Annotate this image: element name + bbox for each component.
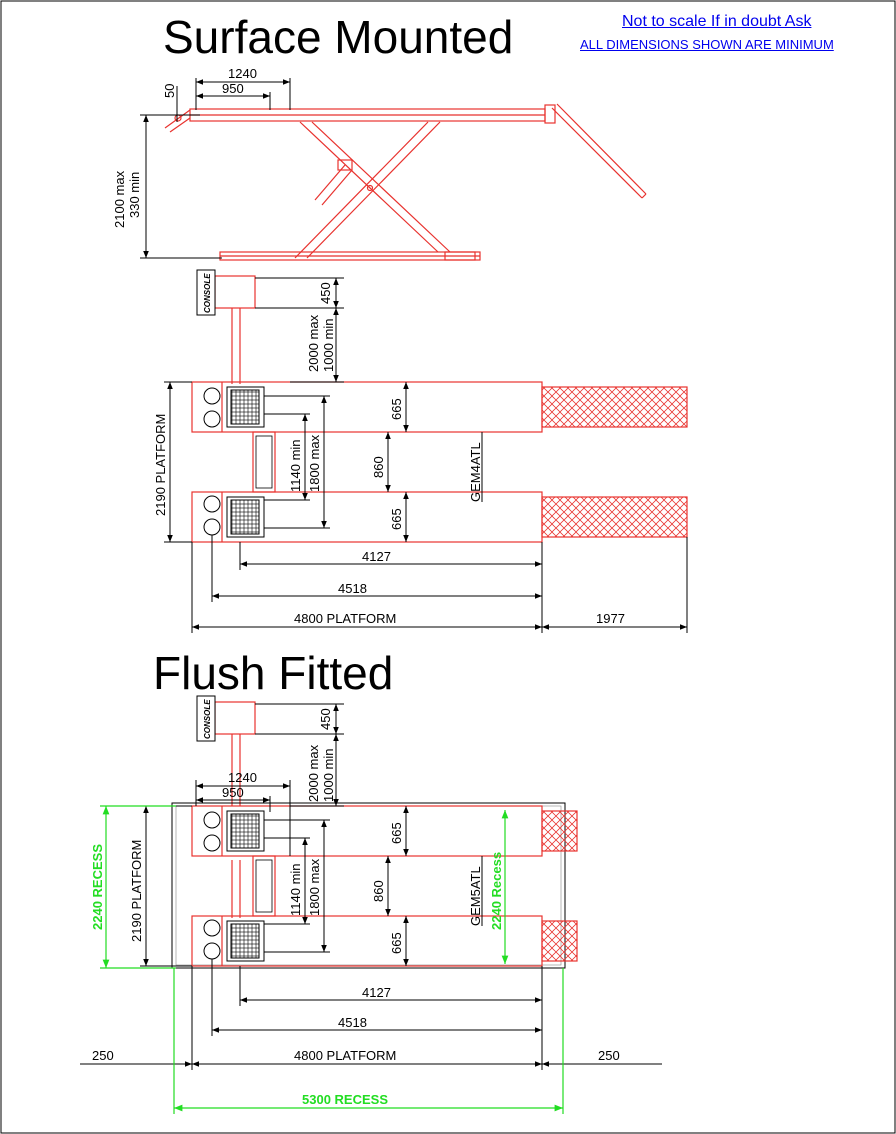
surface-dim-665-bottom: 665: [389, 508, 404, 530]
surface-dim-1000min: 1000 min: [321, 319, 336, 372]
surface-console-tag: [196, 269, 216, 316]
dim-min-height: 330 min: [127, 172, 142, 218]
flush-dim-1140min: 1140 min: [288, 863, 303, 916]
flush-console-label: CONSOLE: [203, 699, 212, 739]
surface-dim-2000max: 2000 max: [306, 314, 321, 372]
flush-dim-450: 450: [318, 708, 333, 730]
scale-note-link[interactable]: Not to scale If in doubt Ask: [622, 13, 812, 30]
flush-dim-950: 950: [222, 785, 244, 800]
flush-dim-platform-width: 2190 PLATFORM: [129, 840, 144, 942]
flush-model-label: GEM5ATL: [468, 866, 483, 926]
dim-max-height: 2100 max: [112, 170, 127, 228]
dim-side-950: 950: [222, 81, 244, 96]
surface-dim-1140min: 1140 min: [288, 439, 303, 492]
flush-dim-4518: 4518: [338, 1015, 367, 1030]
surface-dim-450: 450: [318, 282, 333, 304]
surface-console-label: CONSOLE: [203, 273, 212, 313]
flush-dim-2000max: 2000 max: [306, 744, 321, 802]
flush-console: [214, 701, 256, 918]
surface-dim-4127: 4127: [362, 549, 391, 564]
flush-dim-recess-inner: 2240 Recess: [489, 852, 504, 930]
flush-dim-860: 860: [371, 880, 386, 902]
flush-dim-recess-length: 5300 RECESS: [302, 1092, 388, 1107]
flush-console-tag: [196, 695, 216, 742]
flush-dim-right-250: 250: [598, 1048, 620, 1063]
flush-dim-platform-length: 4800 PLATFORM: [294, 1048, 396, 1063]
title-surface-mounted: Surface Mounted: [163, 11, 514, 63]
flush-dim-665-top: 665: [389, 822, 404, 844]
surface-dim-665-top: 665: [389, 398, 404, 420]
flush-dim-665-bottom: 665: [389, 932, 404, 954]
flush-dim-left-250: 250: [92, 1048, 114, 1063]
title-flush-fitted: Flush Fitted: [153, 647, 394, 699]
surface-dim-860: 860: [371, 456, 386, 478]
surface-plan-dimensions: [164, 277, 688, 633]
dim-side-50: 50: [162, 84, 177, 98]
surface-runways: [191, 381, 688, 543]
flush-plan-dimensions: [80, 703, 662, 1070]
side-view-dimensions: [140, 78, 291, 259]
surface-model-label: GEM4ATL: [468, 442, 483, 502]
surface-dim-1800max: 1800 max: [307, 434, 322, 492]
surface-dim-platform-length: 4800 PLATFORM: [294, 611, 396, 626]
minimum-note-link[interactable]: ALL DIMENSIONS SHOWN ARE MINIMUM: [580, 37, 834, 52]
surface-console: [214, 275, 256, 384]
flush-recess-outline: [171, 802, 566, 969]
surface-plates: [203, 386, 273, 538]
surface-dim-platform-width: 2190 PLATFORM: [153, 414, 168, 516]
surface-dim-1977: 1977: [596, 611, 625, 626]
side-view: [164, 103, 647, 261]
flush-recess-dimensions: [100, 805, 564, 1114]
flush-dim-1800max: 1800 max: [307, 858, 322, 916]
flush-dim-1000min: 1000 min: [321, 749, 336, 802]
flush-dim-recess-width: 2240 RECESS: [90, 844, 105, 930]
flush-dim-4127: 4127: [362, 985, 391, 1000]
flush-plates: [203, 810, 273, 962]
dim-side-1240: 1240: [228, 66, 257, 81]
surface-dim-4518: 4518: [338, 581, 367, 596]
flush-runways: [191, 805, 578, 967]
flush-dim-1240: 1240: [228, 770, 257, 785]
